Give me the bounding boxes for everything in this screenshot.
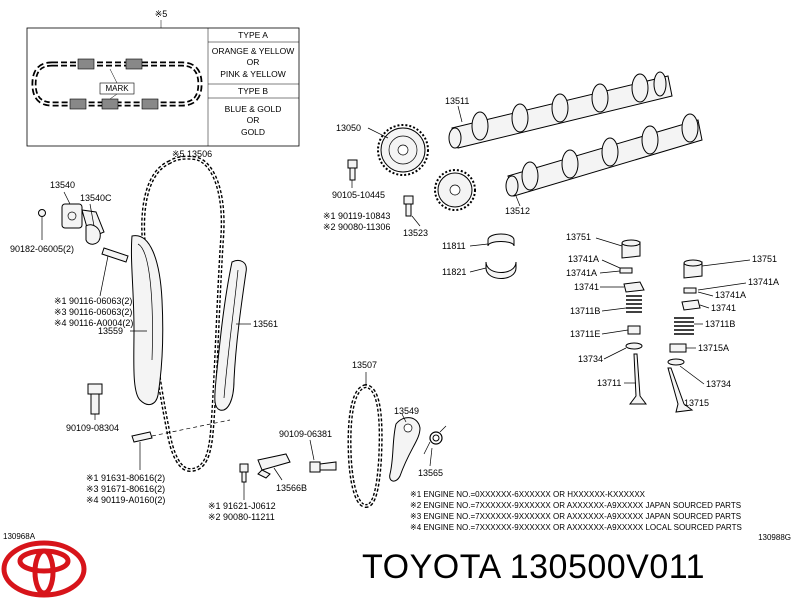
chain-loop-illustration: MARK: [31, 58, 203, 110]
type-b-color-3: GOLD: [241, 127, 265, 137]
chain-guide-13566b: [257, 453, 291, 479]
bolt-91621: [239, 463, 249, 483]
engine-note-3: ※3 ENGINE NO.=7XXXXXX-9XXXXXX OR AXXXXXX…: [410, 512, 741, 521]
chain-mark-legend: ※5 TYPE A ORANGE & YELLOW OR PINK & YELL…: [26, 9, 300, 147]
bearing-11821: [485, 261, 517, 279]
type-a-color-3: PINK & YELLOW: [220, 69, 286, 79]
type-a-label: TYPE A: [238, 30, 268, 40]
label-90105: 90105-10445: [332, 190, 385, 200]
label-13741a-left-1: 13741A: [568, 254, 599, 264]
type-a-color-2: OR: [247, 57, 260, 67]
label-13734-right: 13734: [706, 379, 731, 389]
label-13511: 13511: [445, 96, 469, 106]
label-13711b-right: 13711B: [705, 319, 735, 329]
label-13549: 13549: [394, 406, 419, 416]
label-90116-3: ※4 90116-A0004(2): [54, 318, 133, 328]
timing-chain-13507: [347, 383, 383, 509]
label-90080-11211: ※2 90080-11211: [208, 512, 275, 522]
label-11821: 11821: [442, 267, 466, 277]
toyota-logo: [1, 540, 87, 598]
label-13751-right: 13751: [752, 254, 777, 264]
mark-label: MARK: [105, 84, 129, 93]
label-13711e: 13711E: [570, 329, 600, 339]
label-13561: 13561: [253, 319, 278, 329]
label-13512: 13512: [505, 206, 530, 216]
label-13741-left: 13741: [574, 282, 599, 292]
label-13711b-left: 13711B: [570, 306, 600, 316]
type-b-label: TYPE B: [238, 86, 269, 96]
bolt-90109-08304: [87, 383, 103, 415]
valve-train-right: [667, 259, 703, 413]
label-90109-06381: 90109-06381: [279, 429, 332, 439]
label-13540c: 13540C: [80, 193, 112, 203]
label-91631-2: ※3 91671-80616(2): [86, 484, 165, 494]
label-13715: 13715: [684, 398, 709, 408]
label-13565: 13565: [418, 468, 443, 478]
label-13566b: 13566B: [276, 483, 307, 493]
label-13715a: 13715A: [698, 343, 729, 353]
label-91631-3: ※4 90119-A0160(2): [86, 495, 165, 505]
drawing-code-left: 130968A: [3, 532, 36, 541]
engine-note-2: ※2 ENGINE NO.=7XXXXXX-9XXXXXX OR AXXXXXX…: [410, 501, 741, 510]
label-90116-2: ※3 90116-06063(2): [54, 307, 132, 317]
label-90109-08304: 90109-08304: [66, 423, 119, 433]
label-13050: 13050: [336, 123, 361, 133]
engine-notes: ※1 ENGINE NO.=0XXXXXX-6XXXXXX OR HXXXXXX…: [410, 490, 742, 532]
label-13559: 13559: [98, 326, 123, 336]
label-13506: ※5 13506: [172, 149, 212, 159]
label-11811: 11811: [442, 241, 466, 251]
tensioner-arm-13549: [389, 417, 421, 482]
label-90116-1: ※1 90116-06063(2): [54, 296, 132, 306]
bearing-11811: [487, 233, 515, 247]
brand-title: TOYOTA 130500V011: [362, 548, 706, 586]
label-90119-10843: ※1 90119-10843: [323, 211, 390, 221]
bolt-90182: [38, 209, 46, 217]
spring-13565: [423, 425, 447, 455]
bolt-90105: [347, 159, 358, 181]
bolt-90109-06381: [309, 461, 337, 473]
chain-tensioner-13540: [61, 203, 105, 245]
label-91621: ※1 91621-J0612: [208, 501, 276, 511]
type-b-color-1: BLUE & GOLD: [225, 104, 282, 114]
chain-guide-13561: [214, 259, 247, 411]
valve-train-left: [619, 239, 647, 405]
engine-note-1: ※1 ENGINE NO.=0XXXXXX-6XXXXXX OR HXXXXXX…: [410, 490, 646, 499]
type-b-color-2: OR: [247, 115, 260, 125]
camshaft-13512: [505, 113, 703, 197]
bolt-91631: [131, 431, 153, 443]
label-90080-11306: ※2 90080-11306: [323, 222, 390, 232]
label-13741a-right-2: 13741A: [715, 290, 746, 300]
label-13741a-left-2: 13741A: [566, 268, 597, 278]
type-a-color-1: ORANGE & YELLOW: [212, 46, 295, 56]
vvt-gear-13050: [377, 124, 429, 176]
label-13523: 13523: [403, 228, 428, 238]
label-91631-1: ※1 91631-80616(2): [86, 473, 165, 483]
drawing-code-right: 130988G: [758, 533, 791, 542]
label-13711: 13711: [597, 378, 621, 388]
cam-sprocket-13523: [434, 169, 476, 211]
label-13741a-right-1: 13741A: [748, 277, 779, 287]
bolt-90119-10843: [403, 195, 414, 217]
engine-note-4: ※4 ENGINE NO.=7XXXXXX-9XXXXXX OR AXXXXXX…: [410, 523, 742, 532]
chain-tensioner-arm-13559: [130, 235, 164, 406]
legend-ref: ※5: [155, 9, 168, 19]
label-90182: 90182-06005(2): [10, 244, 74, 254]
camshaft-13511: [448, 71, 673, 149]
label-13734-left: 13734: [578, 354, 603, 364]
label-13741-right: 13741: [711, 303, 736, 313]
label-13540: 13540: [50, 180, 75, 190]
label-13507: 13507: [352, 360, 377, 370]
stud-90116: [101, 247, 129, 263]
label-13751-left: 13751: [566, 232, 591, 242]
